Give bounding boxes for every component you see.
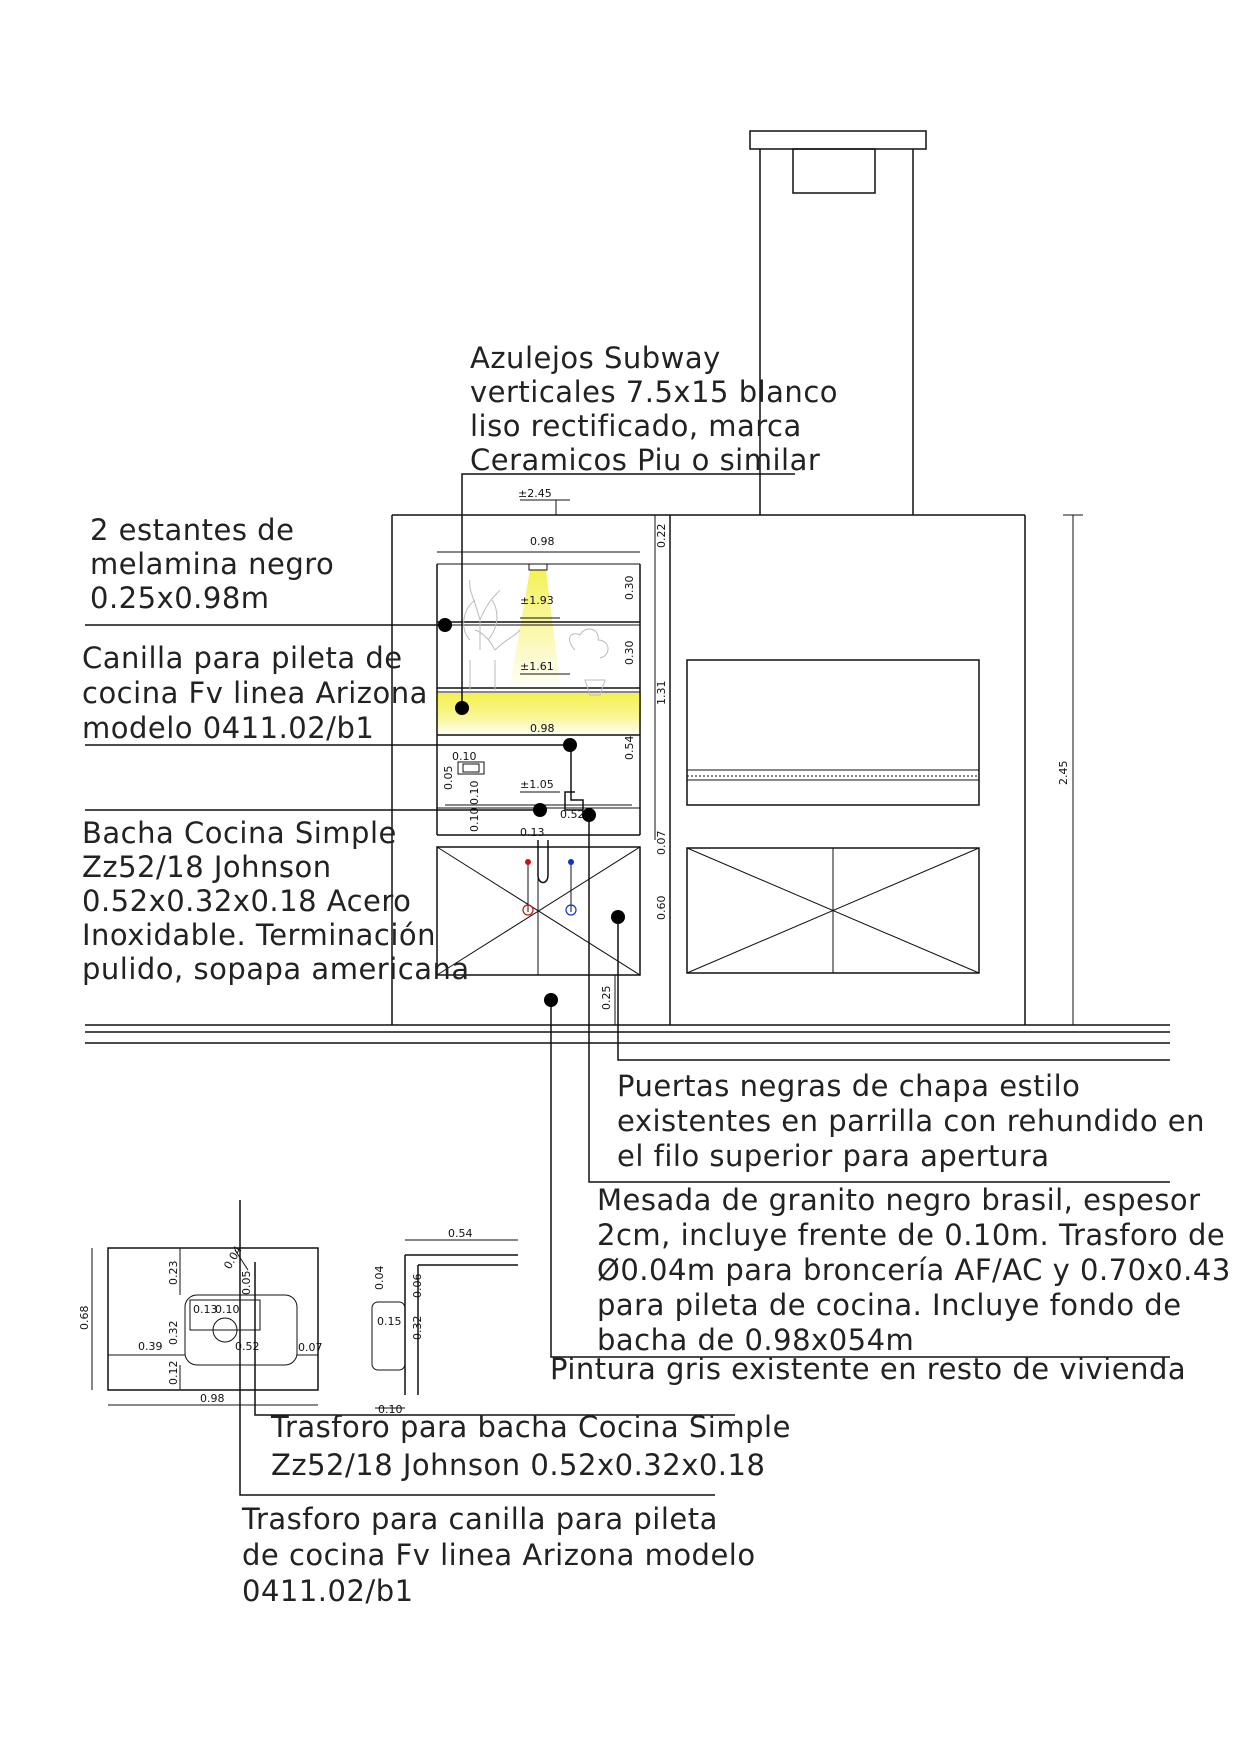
note-trasforo-bacha-line-2: Zz52/18 Johnson 0.52x0.32x0.18: [271, 1448, 765, 1482]
leader-dots: [438, 618, 625, 1007]
dim-s-010-b: 0.10: [468, 781, 481, 806]
lamp-fixture: [528, 563, 548, 571]
chimney: [749, 130, 927, 515]
dim-lvl-105: ±1.05: [520, 778, 554, 791]
note-canilla-line-3: modelo 0411.02/b1: [82, 711, 374, 745]
dim-lvl-161: ±1.61: [520, 660, 554, 673]
dim-p-007: 0.07: [298, 1341, 323, 1354]
note-bacha-line-4: Inoxidable. Terminación: [82, 918, 436, 952]
dim-p-010: 0.10: [215, 1303, 240, 1316]
dimension-lines: [437, 499, 1083, 1026]
note-bacha-line-3: 0.52x0.32x0.18 Acero: [82, 884, 411, 918]
note-mesada-line-4: para pileta de cocina. Incluye fondo de: [597, 1288, 1182, 1322]
note-mesada-line-5: bacha de 0.98x054m: [597, 1323, 914, 1357]
dim-lvl-245: ±2.45: [518, 487, 552, 500]
dim-v-030-b: 0.30: [623, 641, 636, 666]
note-bacha-line-5: pulido, sopapa americana: [82, 952, 470, 986]
under-shelf-light: [436, 693, 641, 735]
lower-cabinet: [436, 840, 641, 976]
faucet-icon: [564, 743, 584, 811]
grill-doors: [686, 847, 980, 974]
dim-s-010-a: 0.10: [452, 750, 477, 763]
note-canilla-line-2: cocina Fv linea Arizona: [82, 676, 428, 710]
note-puertas-line-2: existentes en parrilla con rehundido en: [617, 1104, 1205, 1138]
note-mesada-line-2: 2cm, incluye frente de 0.10m. Trasforo d…: [597, 1218, 1225, 1252]
dim-w-098-mid: 0.98: [530, 722, 555, 735]
dim-v-245: 2.45: [1057, 761, 1070, 786]
note-estantes-line-2: melamina negro: [90, 547, 334, 581]
note-puertas-line-3: el filo superior para apertura: [617, 1139, 1049, 1173]
plant-decoration-icon: [463, 579, 609, 696]
dim-lvl-193: ±1.93: [520, 594, 554, 607]
dim-c-054: 0.54: [448, 1227, 473, 1240]
note-azulejos-line-1: Azulejos Subway: [470, 341, 721, 375]
dim-p-013: 0.13: [193, 1303, 218, 1316]
dim-v-030-a: 0.30: [623, 576, 636, 601]
dim-p-098: 0.98: [200, 1392, 225, 1405]
note-azulejos-line-3: liso rectificado, marca: [470, 409, 802, 443]
dim-v-022: 0.22: [655, 524, 668, 549]
dim-c-032: 0.32: [411, 1316, 424, 1341]
note-pintura-line-1: Pintura gris existente en resto de vivie…: [550, 1352, 1186, 1386]
dim-c-010: 0.10: [378, 1403, 403, 1416]
dim-p-039: 0.39: [138, 1340, 163, 1353]
lamp-light-cone: [510, 570, 560, 685]
dim-s-052: 0.52: [560, 808, 585, 821]
note-trasforo-canilla-line-3: 0411.02/b1: [242, 1574, 414, 1608]
dim-p-012: 0.12: [167, 1361, 180, 1386]
dim-c-004: 0.04: [373, 1266, 386, 1291]
dim-p-068: 0.68: [78, 1306, 91, 1331]
note-trasforo-canilla-line-1: Trasforo para canilla para pileta: [241, 1502, 718, 1536]
dim-v-007: 0.07: [655, 831, 668, 856]
note-estantes-line-3: 0.25x0.98m: [90, 581, 270, 615]
outlet-icon: [457, 761, 485, 775]
leader-lines: [85, 473, 1170, 1496]
dim-v-054: 0.54: [623, 736, 636, 761]
countertop-plan-detail: [91, 1247, 319, 1406]
dim-v-060: 0.60: [655, 896, 668, 921]
grill-opening: [686, 659, 980, 806]
note-puertas-line-1: Puertas negras de chapa estilo: [617, 1069, 1080, 1103]
dim-c-015: 0.15: [377, 1315, 402, 1328]
note-mesada-line-3: Ø0.04m para broncería AF/AC y 0.70x0.43: [597, 1253, 1231, 1287]
note-trasforo-bacha-line-1: Trasforo para bacha Cocina Simple: [270, 1410, 791, 1444]
dim-p-052: 0.52: [235, 1340, 260, 1353]
dim-p-023: 0.23: [167, 1261, 180, 1286]
note-trasforo-canilla-line-2: de cocina Fv linea Arizona modelo: [242, 1538, 756, 1572]
countertop-section-detail: [371, 1239, 518, 1409]
dim-w-098-top: 0.98: [530, 535, 555, 548]
dim-p-032: 0.32: [167, 1321, 180, 1346]
hot-water-icon: [525, 859, 531, 865]
note-canilla-line-1: Canilla para pileta de: [82, 641, 403, 675]
note-estantes-line-1: 2 estantes de: [90, 513, 294, 547]
dim-v-131: 1.31: [655, 681, 668, 706]
floor-lines: [85, 1024, 1170, 1044]
dim-s-010-c: 0.10: [468, 808, 481, 833]
dim-s-013: 0.13: [520, 826, 545, 839]
cold-water-icon: [568, 859, 574, 865]
note-azulejos-line-4: Ceramicos Piu o similar: [470, 443, 820, 477]
note-bacha-line-1: Bacha Cocina Simple: [82, 816, 397, 850]
note-azulejos-line-2: verticales 7.5x15 blanco: [470, 375, 838, 409]
dimension-labels: ±2.45 ±1.93 ±1.61 ±1.05 0.98 0.98 0.22 0.30 0.30…: [78, 487, 1070, 1416]
dim-p-005: 0.05: [240, 1271, 253, 1296]
dim-s-005: 0.05: [442, 766, 455, 791]
dim-c-006: 0.06: [411, 1274, 424, 1299]
note-bacha-line-2: Zz52/18 Johnson: [82, 850, 332, 884]
note-mesada-line-1: Mesada de granito negro brasil, espesor: [597, 1183, 1201, 1217]
dim-v-025: 0.25: [600, 986, 613, 1011]
